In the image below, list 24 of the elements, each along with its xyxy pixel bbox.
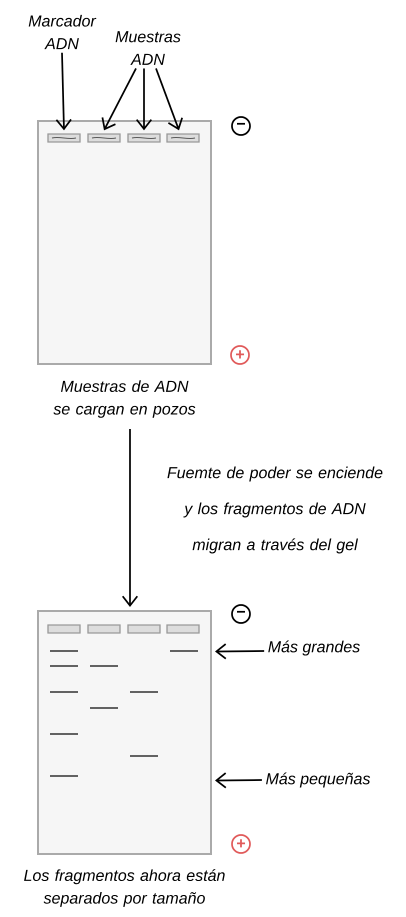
sample-well: [87, 133, 121, 143]
arrow: [155, 68, 183, 130]
gel-slab: Los fragmentos ahora están separados por tamaño: [24, 610, 225, 907]
arrow: [102, 68, 137, 130]
arrow: [215, 772, 262, 788]
edge-label: Fuemte de poder se enciende y los fragmentos de ADN migran a través del gel: [167, 466, 382, 554]
sample-well: [87, 624, 121, 634]
sample-well: [127, 133, 161, 143]
text-label: Más pequeñas: [266, 772, 370, 788]
node-label: Muestras de ADN se cargan en pozos: [53, 380, 196, 418]
arrow: [136, 68, 152, 130]
arrow: [122, 429, 138, 607]
sample-well: [47, 133, 81, 143]
text-label: Marcador ADN: [28, 14, 96, 50]
sample-well: [166, 624, 200, 634]
text-label: Más grandes: [268, 640, 360, 656]
arrow: [56, 52, 72, 130]
sample-well: [127, 624, 161, 634]
sample-well: [47, 624, 81, 634]
arrow: [215, 643, 264, 660]
gel-slab: Muestras de ADN se cargan en pozos: [37, 120, 212, 418]
text-label: Muestras ADN: [116, 31, 181, 65]
node-label: Los fragmentos ahora están separados por tamaño: [24, 869, 225, 907]
sample-well: [166, 133, 200, 143]
